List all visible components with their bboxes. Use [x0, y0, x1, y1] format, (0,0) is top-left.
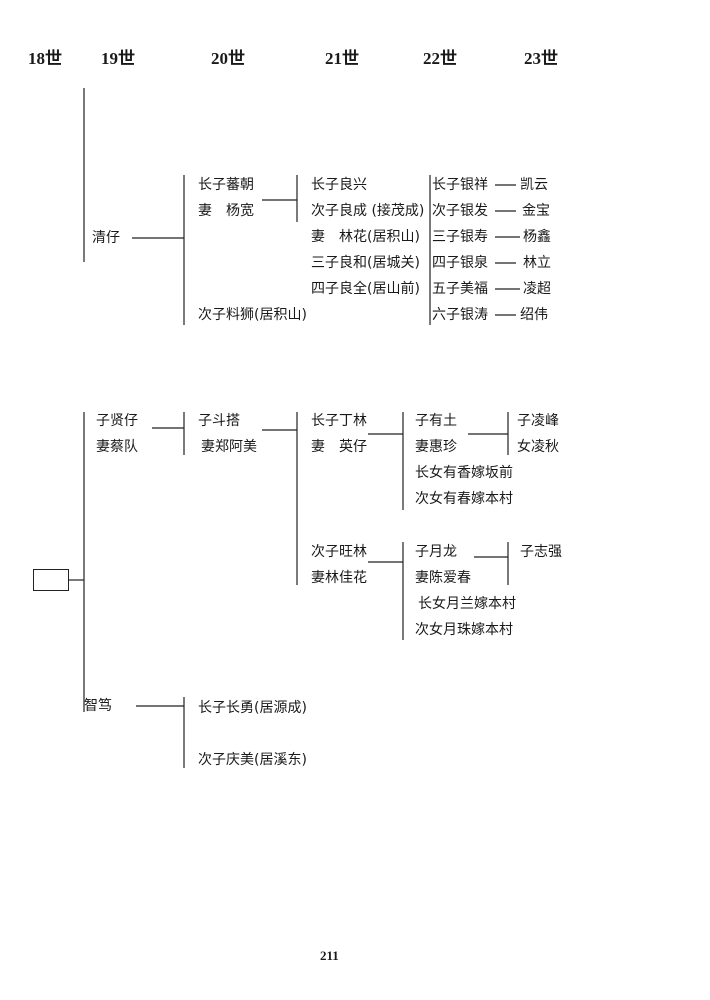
header-gen-20: 20世 — [211, 49, 245, 68]
sec2-gen21-item: 次子旺林 — [311, 544, 367, 560]
page-number: 211 — [320, 948, 339, 963]
sec2-gen20-item: 妻郑阿美 — [201, 439, 257, 455]
sec1-gen20-item: 妻 杨宽 — [198, 203, 254, 219]
sec2-gen22-item: 子有土 — [415, 413, 457, 429]
sec1-gen21-item: 三子良和(居城关) — [311, 255, 420, 271]
sec1-gen23-item: 金宝 — [522, 203, 550, 219]
sec1-gen22-item: 五子美福 — [432, 281, 488, 297]
header-gen-18: 18世 — [28, 49, 62, 68]
sec2-gen22-item: 长女月兰嫁本村 — [418, 596, 516, 612]
sec1-gen21-item: 四子良全(居山前) — [311, 281, 420, 297]
header-gen-22: 22世 — [423, 49, 457, 68]
sec1-gen21-item: 妻 林花(居积山) — [311, 229, 420, 245]
header-gen-23: 23世 — [524, 49, 558, 68]
sec2-gen19-item: 子贤仔 — [96, 413, 138, 429]
sec1-gen22-item: 六子银涛 — [432, 307, 488, 323]
sec2-gen22-item: 次女有春嫁本村 — [415, 491, 513, 507]
sec2-gen22-item: 长女有香嫁坂前 — [415, 465, 513, 481]
sec1-gen22-item: 四子银泉 — [432, 255, 488, 271]
sec1-gen23-item: 凌超 — [523, 281, 551, 297]
sec1-gen22-item: 长子银祥 — [432, 177, 488, 193]
sec2-gen23-item: 女凌秋 — [517, 439, 559, 455]
sec1-gen22-item: 三子银寿 — [432, 229, 488, 245]
sec2-gen23-item: 子志强 — [520, 544, 562, 560]
gen18-name-box — [33, 569, 69, 591]
sec1-gen23-item: 林立 — [523, 255, 551, 271]
header-gen-19: 19世 — [101, 49, 135, 68]
sec2-gen22-item: 妻陈爱春 — [415, 570, 471, 586]
sec2-gen21-item: 妻 英仔 — [311, 439, 367, 455]
sec2-gen20-item: 子斗搭 — [198, 413, 240, 429]
sec1-gen19-name: 清仔 — [92, 230, 120, 246]
sec2-gen19-item: 妻蔡队 — [96, 439, 138, 455]
sec1-gen23-item: 杨鑫 — [523, 229, 551, 245]
sec1-gen21-item: 长子良兴 — [311, 177, 367, 193]
sec1-gen20-item: 次子料狮(居积山) — [198, 307, 307, 323]
sec3-gen19-name: 智笃 — [84, 698, 112, 714]
sec1-gen23-item: 绍伟 — [520, 307, 548, 323]
sec1-gen21-item: 次子良成 (接茂成) — [311, 203, 425, 219]
sec2-gen23-item: 子凌峰 — [517, 413, 559, 429]
sec2-gen21-item: 长子丁林 — [311, 413, 367, 429]
sec1-gen23-item: 凯云 — [520, 177, 548, 193]
header-gen-21: 21世 — [325, 49, 359, 68]
sec1-gen22-item: 次子银发 — [432, 203, 488, 219]
sec3-gen20-item: 次子庆美(居溪东) — [198, 752, 307, 768]
sec3-gen20-item: 长子长勇(居源成) — [198, 700, 307, 716]
sec2-gen22-item: 子月龙 — [415, 544, 457, 560]
sec1-gen20-item: 长子蕃朝 — [198, 177, 254, 193]
sec2-gen21-item: 妻林佳花 — [311, 570, 367, 586]
sec2-gen22-item: 妻惠珍 — [415, 439, 457, 455]
sec2-gen22-item: 次女月珠嫁本村 — [415, 622, 513, 638]
